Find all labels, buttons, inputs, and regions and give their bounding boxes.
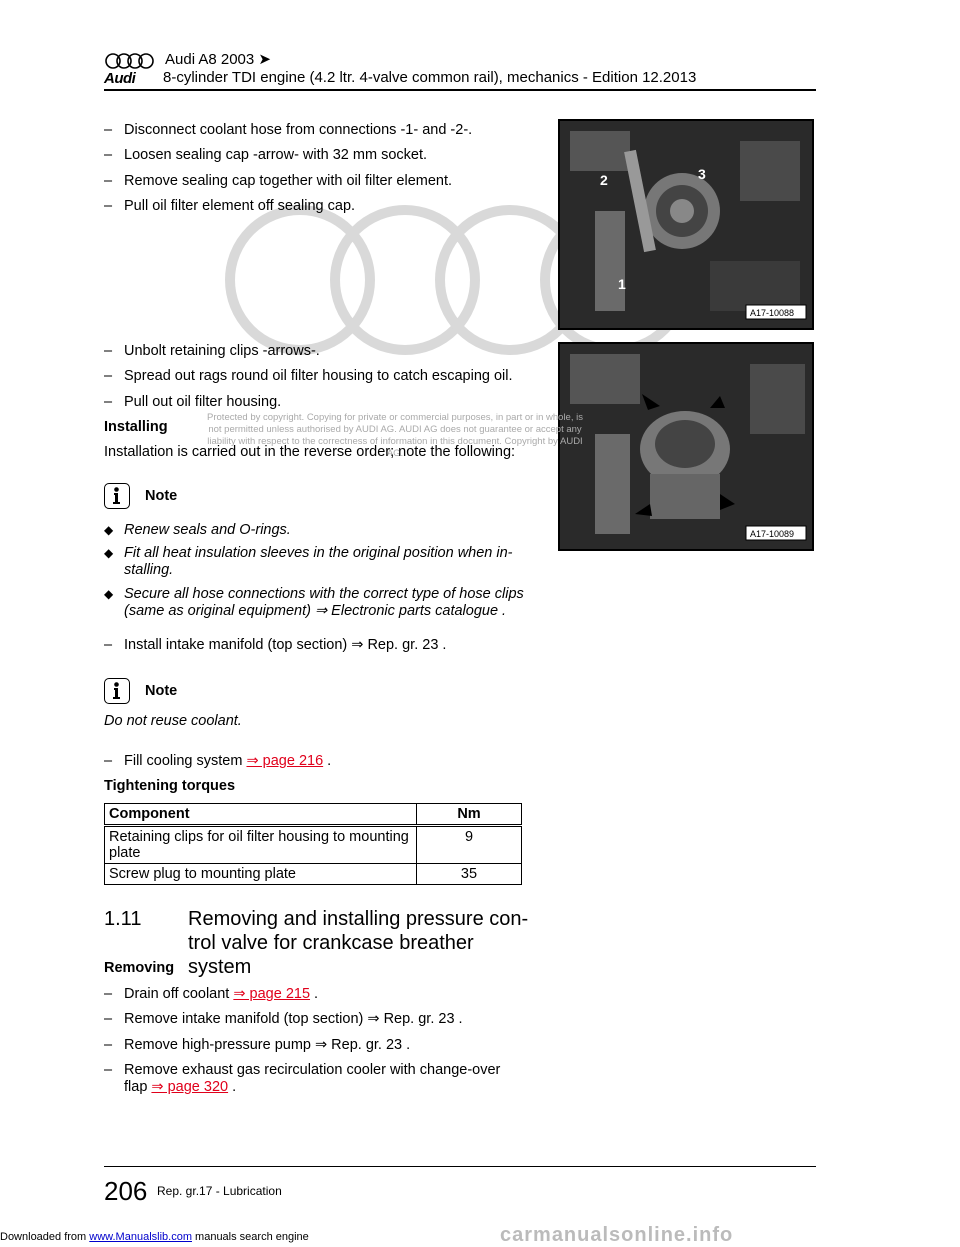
step-spread-rags: –Spread out rags round oil filter housin…: [104, 368, 513, 384]
figure-oil-filter-cap: 1 2 3 A17-10088: [558, 119, 814, 330]
note-info-icon: [104, 483, 130, 509]
row-component: Retaining clips for oil filter housing t…: [104, 825, 417, 864]
figure-oil-filter-housing: A17-10089: [558, 342, 814, 551]
page-number: 206: [104, 1176, 148, 1206]
note-label-2: Note: [145, 683, 178, 699]
step-unbolt-clips: –Unbolt retaining clips -arrows-.: [104, 343, 320, 359]
col-nm: Nm: [416, 803, 522, 827]
installing-heading: Installing: [104, 419, 168, 435]
row-component: Screw plug to mounting plate: [104, 863, 417, 885]
row-nm: 9: [416, 825, 522, 864]
figure-1-label: A17-10088: [750, 308, 794, 318]
step-remove-egr-cooler: –Remove exhaust gas recirculation cooler…: [104, 1062, 501, 1095]
engine-photo-1: 1 2 3 A17-10088: [560, 121, 812, 328]
site-watermark: carmanualsonline.info: [500, 1224, 734, 1246]
link-page-320[interactable]: ⇒ page 320: [151, 1079, 229, 1095]
table-row: Screw plug to mounting plate 35: [104, 863, 522, 885]
step-loosen-cap: –Loosen sealing cap -arrow- with 32 mm s…: [104, 147, 428, 163]
header-subtitle: 8-cylinder TDI engine (4.2 ltr. 4-valve …: [163, 69, 697, 86]
link-page-215[interactable]: ⇒ page 215: [233, 986, 311, 1002]
note-bullet-insulation: ◆Fit all heat insulation sleeves in the …: [104, 545, 513, 578]
engine-photo-2: A17-10089: [560, 344, 812, 549]
torques-heading: Tightening torques: [104, 778, 236, 794]
callout-2: 2: [600, 172, 608, 188]
torque-table: Component Nm Retaining clips for oil fil…: [104, 803, 522, 885]
manualslib-link[interactable]: www.Manualslib.com: [89, 1231, 192, 1243]
note-label: Note: [145, 488, 178, 504]
note-bullet-hose-clips: ◆Secure all hose connections with the co…: [104, 586, 524, 619]
header-model: Audi A8 2003 ➤: [165, 51, 271, 68]
step-drain-coolant: –Drain off coolant ⇒ page 215 .: [104, 986, 319, 1002]
header-brand: Audi: [104, 70, 136, 87]
callout-1: 1: [618, 276, 626, 292]
note-reuse-coolant: Do not reuse coolant.: [104, 713, 242, 729]
note-bullet-seals: ◆Renew seals and O-rings.: [104, 522, 291, 538]
audi-rings-logo-icon: [105, 53, 154, 69]
step-install-intake: –Install intake manifold (top section) ⇒…: [104, 637, 447, 653]
step-disconnect-hose: –Disconnect coolant hose from connection…: [104, 122, 473, 138]
step-remove-cap: –Remove sealing cap together with oil fi…: [104, 173, 453, 189]
footer-chapter: Rep. gr.17 - Lubrication: [157, 1184, 282, 1198]
footer-rule: [104, 1166, 816, 1167]
col-component: Component: [104, 803, 417, 827]
figure-2-label: A17-10089: [750, 529, 794, 539]
step-pull-housing: –Pull out oil filter housing.: [104, 394, 282, 410]
step-remove-intake: –Remove intake manifold (top section) ⇒ …: [104, 1011, 463, 1027]
step-remove-pump: –Remove high-pressure pump ⇒ Rep. gr. 23…: [104, 1037, 411, 1053]
callout-3: 3: [698, 166, 706, 182]
table-row: Retaining clips for oil filter housing t…: [104, 825, 522, 864]
step-fill-cooling: –Fill cooling system ⇒ page 216 .: [104, 753, 332, 769]
removing-heading: Removing: [104, 960, 175, 976]
link-page-216[interactable]: ⇒ page 216: [246, 753, 324, 769]
header-rule: [104, 89, 816, 91]
step-pull-filter: –Pull oil filter element off sealing cap…: [104, 198, 356, 214]
download-banner: Downloaded from www.Manualslib.com manua…: [0, 1231, 309, 1243]
note-info-icon: [104, 678, 130, 704]
row-nm: 35: [416, 863, 522, 885]
copyright-notice: Protected by copyright. Copying for priv…: [207, 412, 583, 459]
installing-intro: Installation is carried out in the rever…: [104, 444, 516, 460]
